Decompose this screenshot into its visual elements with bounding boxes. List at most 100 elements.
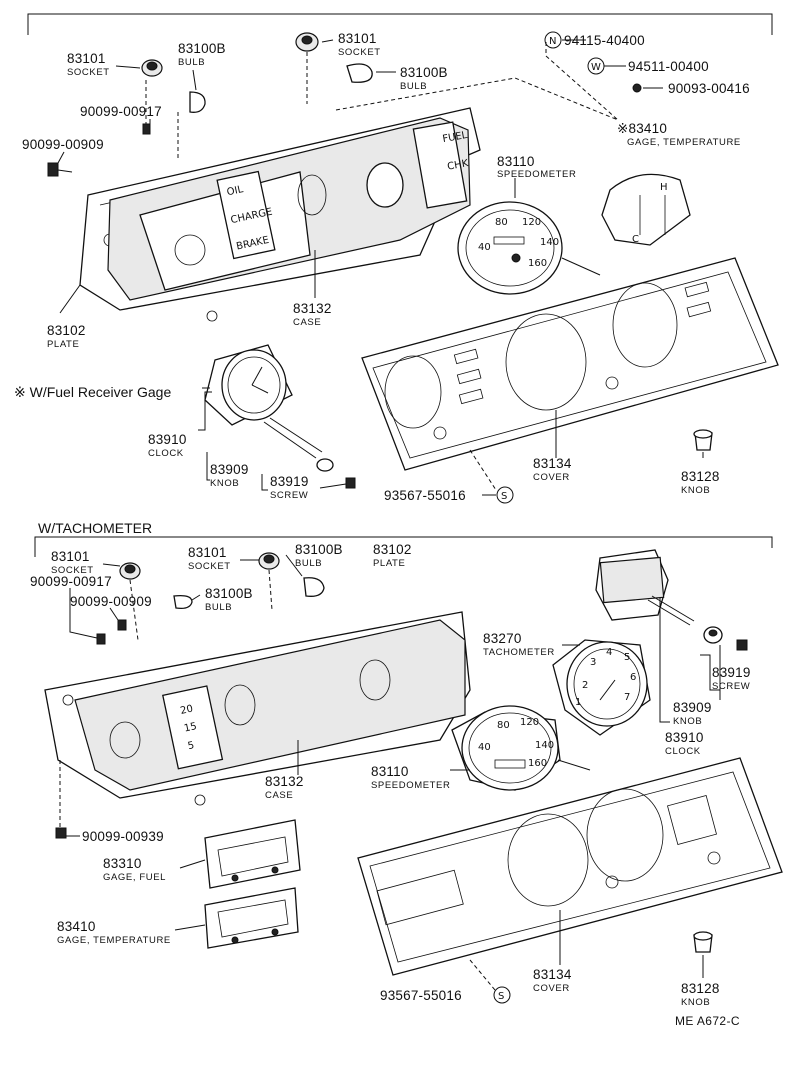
bottom-gage-temperature-illustration	[204, 887, 299, 949]
ref-dot-illustration	[632, 83, 642, 93]
label-clock-number: 83910	[148, 432, 187, 447]
label-b-gage-fuel-number: 83310	[103, 856, 142, 871]
gage-temperature-illustration: H C	[601, 173, 691, 246]
screw-a-illustration	[142, 123, 151, 135]
label-speedometer-name: SPEEDOMETER	[497, 169, 576, 180]
label-b-screw-clock-name: SCREW	[712, 681, 750, 692]
label-cover-name: COVER	[533, 472, 570, 483]
label-bulb-center-number: 83100B	[400, 65, 448, 80]
svg-text:S: S	[498, 991, 504, 1002]
svg-text:40: 40	[478, 742, 491, 753]
bottom-socket-center-illustration	[258, 552, 280, 570]
bottom-screw-c-illustration	[55, 827, 67, 839]
screw-clock-illustration	[345, 477, 356, 489]
reference-code: ME A672-C	[675, 1014, 740, 1028]
bottom-screw-a-illustration	[96, 633, 106, 645]
label-socket-left-name: SOCKET	[67, 67, 110, 78]
label-plate-name: PLATE	[47, 339, 79, 350]
label-case-name: CASE	[293, 317, 321, 328]
label-b-knob-trip-name: KNOB	[681, 997, 710, 1008]
label-speedometer-number: 83110	[497, 154, 535, 169]
bottom-gage-fuel-illustration	[204, 819, 301, 889]
label-knob-clock-name: KNOB	[210, 478, 239, 489]
label-plate-number: 83102	[47, 323, 86, 338]
label-b-screw-b-number: 90099-00909	[70, 594, 152, 609]
label-b-bulb-left-number: 83100B	[205, 586, 253, 601]
svg-text:S: S	[501, 491, 507, 502]
label-screw-a-number: 90099-00917	[80, 104, 162, 119]
label-b-screw-a-number: 90099-00917	[30, 574, 112, 589]
label-gage-temperature-name: GAGE, TEMPERATURE	[627, 137, 741, 148]
label-b-knob-trip-number: 83128	[681, 981, 720, 996]
bottom-leaders	[59, 554, 721, 991]
clock-illustration	[204, 344, 323, 459]
label-socket-center-number: 83101	[338, 31, 377, 46]
svg-text:140: 140	[535, 740, 554, 751]
section-fuel-receiver-gage: ※ W/Fuel Receiver Gage	[14, 384, 171, 400]
label-b-cover-number: 83134	[533, 967, 572, 982]
svg-text:120: 120	[522, 217, 541, 228]
svg-text:N: N	[549, 36, 556, 47]
bottom-bulb-center-illustration	[303, 577, 325, 597]
svg-text:120: 120	[520, 717, 539, 728]
svg-text:FUEL: FUEL	[442, 130, 469, 145]
label-b-plate-number: 83102	[373, 542, 412, 557]
case-illustration: OIL CHARGE BRAKE FUEL CHK	[107, 117, 471, 301]
label-b-knob-clock-number: 83909	[673, 700, 712, 715]
label-b-clock-number: 83910	[665, 730, 704, 745]
label-knob-trip-number: 83128	[681, 469, 720, 484]
label-b-socket-center-name: SOCKET	[188, 561, 231, 572]
label-cover-number: 83134	[533, 456, 572, 471]
svg-text:7: 7	[624, 692, 630, 703]
svg-text:140: 140	[540, 237, 559, 248]
label-b-screw-clock-number: 83919	[712, 665, 751, 680]
label-gage-temperature-number: ※83410	[617, 121, 667, 136]
label-bulb-left-name: BULB	[178, 57, 205, 68]
top-frame-bracket	[27, 13, 773, 35]
label-b-tachometer-name: TACHOMETER	[483, 647, 555, 658]
speedometer-illustration: 40 80 120 140 160	[457, 201, 601, 295]
svg-text:CHK: CHK	[447, 158, 470, 173]
label-b-case-name: CASE	[265, 790, 293, 801]
label-b-socket-center-number: 83101	[188, 545, 227, 560]
label-knob-trip-name: KNOB	[681, 485, 710, 496]
label-screw-clock-number: 83919	[270, 474, 309, 489]
svg-text:6: 6	[630, 672, 636, 683]
label-socket-left-number: 83101	[67, 51, 106, 66]
bottom-bulb-left-illustration	[173, 594, 193, 610]
label-socket-center-name: SOCKET	[338, 47, 381, 58]
svg-text:3: 3	[590, 657, 596, 668]
label-b-ref-s-number: 93567-55016	[380, 988, 462, 1003]
svg-text:4: 4	[606, 647, 612, 658]
label-b-clock-name: CLOCK	[665, 746, 701, 757]
svg-text:1: 1	[575, 697, 581, 708]
svg-text:C: C	[632, 234, 639, 245]
bottom-cover-illustration	[357, 757, 783, 976]
socket-left-illustration	[141, 59, 163, 77]
svg-text:OIL: OIL	[226, 184, 245, 198]
label-b-cover-name: COVER	[533, 983, 570, 994]
bottom-clock-illustration	[595, 549, 695, 626]
label-b-screw-c-number: 90099-00939	[82, 829, 164, 844]
svg-text:80: 80	[497, 720, 510, 731]
bottom-screw-b-illustration	[117, 619, 127, 631]
bottom-labels: 83101 SOCKET 90099-00917 90099-00909 831…	[30, 542, 751, 1008]
label-screw-clock-name: SCREW	[270, 490, 308, 501]
knob-trip-illustration	[693, 429, 713, 451]
ref-s-symbol-top: S	[496, 486, 514, 504]
ref-s-symbol-bottom: S	[493, 986, 511, 1004]
bottom-frame-bracket	[34, 536, 773, 557]
label-b-speedometer-name: SPEEDOMETER	[371, 780, 450, 791]
bulb-center-illustration	[346, 63, 373, 83]
label-bulb-center-name: BULB	[400, 81, 427, 92]
section-tachometer: W/TACHOMETER	[38, 520, 152, 536]
label-ref-dot-number: 90093-00416	[668, 81, 750, 96]
label-b-tachometer-number: 83270	[483, 631, 522, 646]
socket-center-illustration	[295, 32, 319, 52]
svg-text:W: W	[591, 62, 601, 73]
svg-text:5: 5	[187, 740, 196, 752]
label-b-plate-name: PLATE	[373, 558, 405, 569]
svg-text:20: 20	[179, 704, 194, 717]
label-b-socket-left-number: 83101	[51, 549, 90, 564]
